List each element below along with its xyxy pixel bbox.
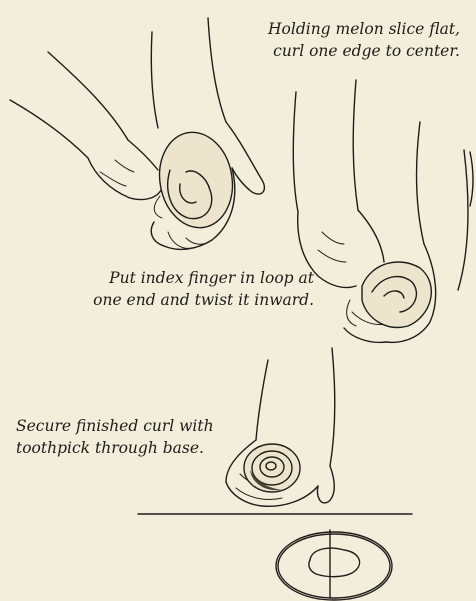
- step3-caption-line2: toothpick through base.: [16, 437, 214, 459]
- step2-caption-line1: Put index finger in loop at: [14, 267, 314, 289]
- step1-caption: Holding melon slice flat, curl one edge …: [268, 18, 460, 62]
- hand-holding-melon-curl-drawing: [226, 348, 335, 506]
- step1-caption-line2: curl one edge to center.: [268, 40, 460, 62]
- melon-slice-ring-drawing: [276, 530, 392, 600]
- step1-caption-line1: Holding melon slice flat,: [268, 18, 460, 40]
- step2-caption-line2: one end and twist it inward.: [14, 289, 314, 311]
- hands-curling-melon-drawing: [10, 18, 264, 249]
- step2-caption: Put index finger in loop at one end and …: [14, 267, 314, 311]
- step3-caption-line1: Secure finished curl with: [16, 415, 214, 437]
- hands-twisting-melon-drawing: [293, 80, 473, 342]
- step3-caption: Secure finished curl with toothpick thro…: [16, 415, 214, 459]
